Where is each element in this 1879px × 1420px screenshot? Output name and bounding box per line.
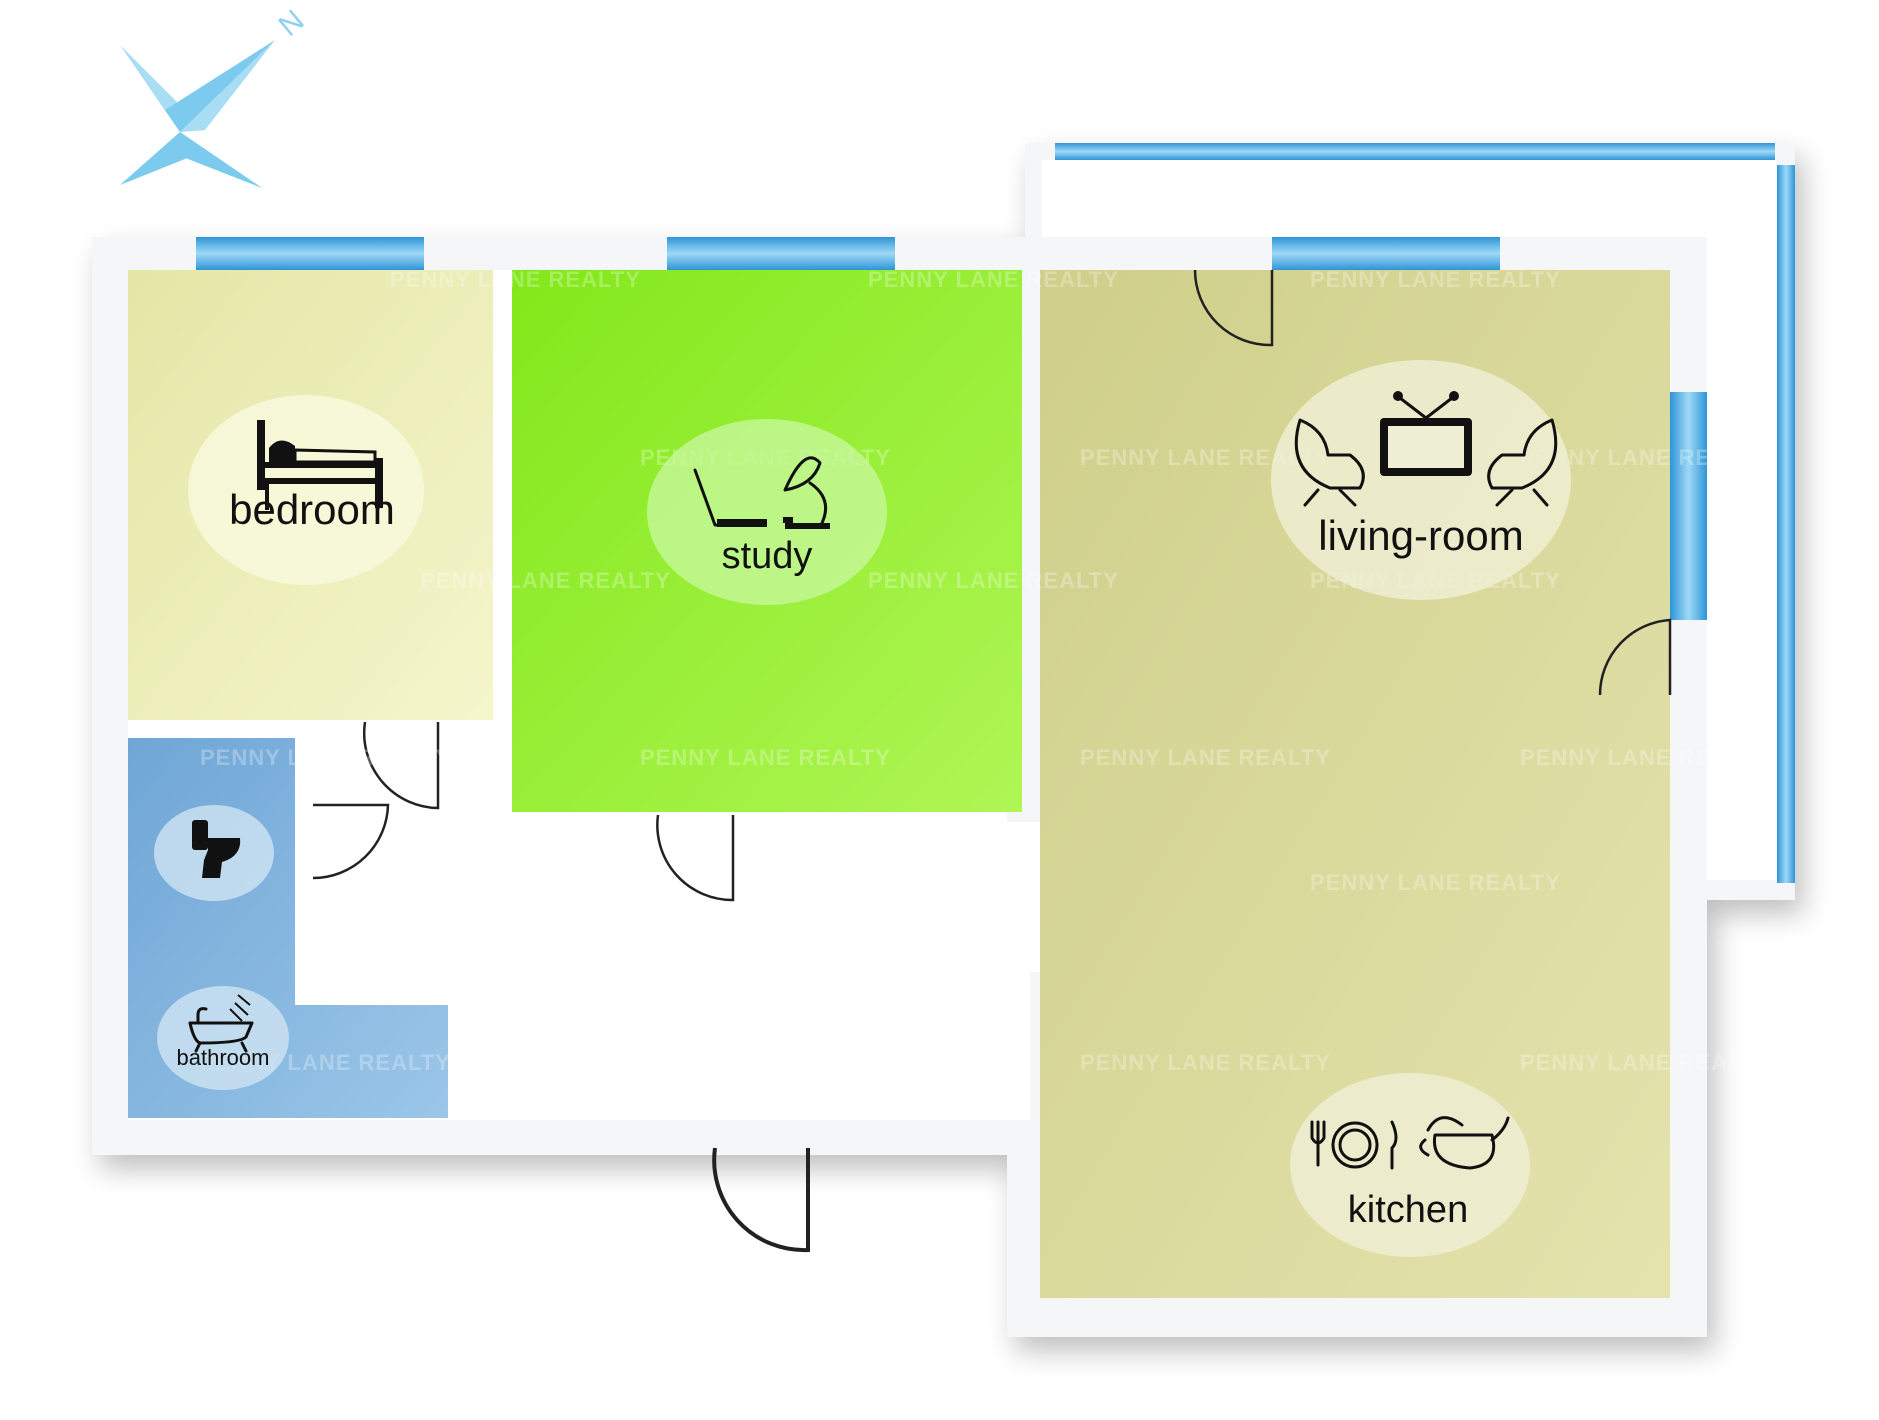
watermark-text: PENNY LANE REALTY bbox=[200, 745, 451, 770]
kitchen-label: kitchen bbox=[1348, 1189, 1468, 1231]
watermark-text: PENNY LANE REALTY bbox=[1080, 1050, 1331, 1075]
door-entrance bbox=[712, 1147, 810, 1253]
door-living bbox=[1193, 269, 1274, 347]
window-balcony-top bbox=[1055, 143, 1775, 160]
watermark-text: PENNY LANE REALTY bbox=[1310, 870, 1561, 895]
window-living bbox=[1272, 237, 1500, 270]
watermark-text: PENNY LANE REALTY bbox=[390, 267, 641, 292]
watermark-text: PENNY LANE REALTY bbox=[868, 267, 1119, 292]
tv-and-armchairs-icon bbox=[1294, 391, 1558, 507]
bedroom-label: bedroom bbox=[229, 486, 395, 533]
compass-star-icon: N bbox=[120, 4, 311, 188]
bathtub-shower-icon bbox=[188, 994, 254, 1053]
watermark-text: PENNY LANE REALTY bbox=[1310, 267, 1561, 292]
window-study bbox=[667, 237, 895, 270]
compass-north-label: N bbox=[273, 4, 311, 43]
watermark-text: PENNY LANE REALTY bbox=[1080, 745, 1331, 770]
watermark-text: PENNY LANE REALTY bbox=[1520, 1050, 1771, 1075]
study-label-group: study bbox=[647, 419, 887, 605]
bed-icon bbox=[257, 420, 383, 510]
watermark-text: PENNY LANE REALTY bbox=[868, 568, 1119, 593]
windows bbox=[196, 143, 1795, 883]
living-room-label: living-room bbox=[1318, 512, 1523, 559]
door-bedroom bbox=[363, 721, 440, 810]
kitchen-label-group: kitchen bbox=[1290, 1073, 1530, 1257]
watermark-text: PENNY LANE REALTY bbox=[640, 745, 891, 770]
toilet-icon bbox=[192, 820, 241, 878]
bathroom-label-group: bathroom bbox=[154, 805, 289, 1090]
bedroom-label-group: bedroom bbox=[188, 395, 424, 585]
bathroom-label: bathroom bbox=[177, 1045, 270, 1070]
laptop-and-desk-lamp-icon bbox=[693, 456, 830, 529]
window-balcony-right bbox=[1777, 165, 1795, 883]
living-room-label-group: living-room bbox=[1271, 360, 1571, 600]
door-balcony bbox=[1598, 618, 1672, 696]
door-bathroom bbox=[312, 803, 390, 880]
doors bbox=[312, 269, 1672, 1253]
watermark-text: PENNY LANE REALTY bbox=[1520, 745, 1771, 770]
watermark-text: PENNY LANE REALTY bbox=[420, 568, 671, 593]
plate-cutlery-teapot-icon bbox=[1310, 1116, 1510, 1170]
door-study bbox=[656, 814, 735, 902]
window-bedroom bbox=[196, 237, 424, 270]
window-living-right bbox=[1670, 392, 1707, 620]
study-label: study bbox=[722, 535, 813, 577]
